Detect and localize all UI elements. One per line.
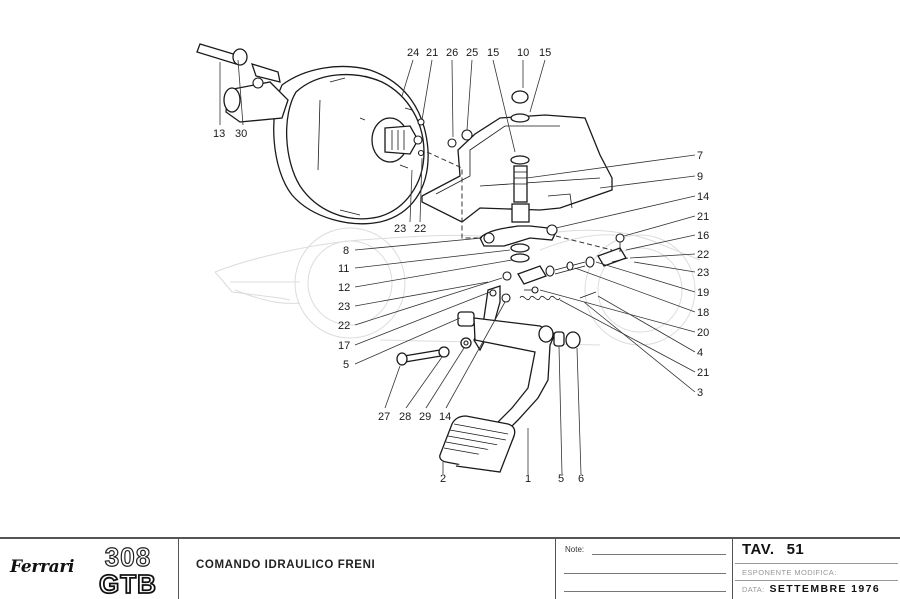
callout-5: 5 bbox=[343, 359, 349, 371]
date-label: DATA: bbox=[742, 585, 765, 594]
callout-26: 26 bbox=[446, 47, 458, 59]
callout-5: 5 bbox=[558, 473, 564, 485]
title-block: Ferrari 308 GTB COMANDO IDRAULICO FRENI … bbox=[0, 537, 900, 599]
divider bbox=[735, 580, 898, 581]
title-cell: COMANDO IDRAULICO FRENI bbox=[179, 539, 556, 599]
drawing-title: COMANDO IDRAULICO FRENI bbox=[196, 559, 376, 571]
date-value: SETTEMBRE 1976 bbox=[769, 583, 881, 595]
callout-17: 17 bbox=[338, 340, 350, 352]
car-silhouette-background bbox=[214, 227, 701, 346]
callout-23: 23 bbox=[394, 223, 406, 235]
note-line bbox=[564, 591, 726, 592]
callout-4: 4 bbox=[697, 347, 703, 359]
callout-29: 29 bbox=[419, 411, 431, 423]
callout-14: 14 bbox=[439, 411, 451, 423]
model-name: GTB bbox=[99, 569, 157, 596]
notes-cell: Note: bbox=[556, 539, 733, 599]
callout-10: 10 bbox=[517, 47, 529, 59]
callout-24: 24 bbox=[407, 47, 419, 59]
callout-18: 18 bbox=[697, 307, 709, 319]
callout-23: 23 bbox=[697, 267, 709, 279]
brake-pedal bbox=[439, 285, 581, 473]
308-gtb-logo: 308 GTB bbox=[98, 542, 157, 596]
callout-19: 19 bbox=[697, 287, 709, 299]
callout-22: 22 bbox=[697, 249, 709, 261]
callout-6: 6 bbox=[578, 473, 584, 485]
callout-11: 11 bbox=[338, 263, 349, 275]
tav-number: 51 bbox=[786, 541, 805, 558]
callout-16: 16 bbox=[697, 230, 709, 242]
brake-servo-booster bbox=[196, 43, 429, 225]
push-rod-assembly bbox=[502, 233, 629, 301]
callout-2: 2 bbox=[440, 473, 446, 485]
reference-cell: TAV. 51 ESPONENTE MODIFICA: DATA: SETTEMBR… bbox=[733, 539, 900, 599]
notes-label: Note: bbox=[565, 545, 585, 554]
callout-21: 21 bbox=[697, 367, 709, 379]
callout-30: 30 bbox=[235, 128, 247, 140]
callout-9: 9 bbox=[697, 171, 703, 183]
callout-25: 25 bbox=[466, 47, 478, 59]
callout-22: 22 bbox=[338, 320, 350, 332]
callout-14: 14 bbox=[697, 191, 709, 203]
note-line bbox=[592, 554, 726, 555]
divider bbox=[735, 563, 898, 564]
callout-22: 22 bbox=[414, 223, 426, 235]
callout-8: 8 bbox=[343, 245, 349, 257]
callout-7: 7 bbox=[697, 150, 703, 162]
logo-cell: Ferrari 308 GTB bbox=[0, 539, 179, 599]
ferrari-logo: Ferrari bbox=[10, 557, 75, 577]
pivot-shaft-assembly bbox=[479, 90, 558, 263]
callout-12: 12 bbox=[338, 282, 350, 294]
alignment-dashline bbox=[426, 151, 613, 251]
callout-15: 15 bbox=[487, 47, 499, 59]
callout-labels: 24 21 26 25 15 10 15 13 30 23 22 7 9 14 … bbox=[213, 47, 709, 485]
callout-21: 21 bbox=[426, 47, 438, 59]
callout-15: 15 bbox=[539, 47, 551, 59]
callout-20: 20 bbox=[697, 327, 709, 339]
note-line bbox=[564, 573, 726, 574]
leader-lines bbox=[219, 59, 696, 475]
tav-label: TAV. bbox=[742, 541, 775, 558]
callout-27: 27 bbox=[378, 411, 390, 423]
model-number: 308 bbox=[105, 542, 151, 572]
callout-13: 13 bbox=[213, 128, 225, 140]
table-number: TAV. 51 bbox=[742, 541, 804, 558]
revision-label: ESPONENTE MODIFICA: bbox=[742, 568, 837, 577]
fasteners bbox=[396, 337, 472, 366]
callout-28: 28 bbox=[399, 411, 411, 423]
callout-3: 3 bbox=[697, 387, 703, 399]
callout-1: 1 bbox=[525, 473, 531, 485]
exploded-parts-diagram: 24 21 26 25 15 10 15 13 30 23 22 7 9 14 … bbox=[196, 43, 709, 485]
callout-23: 23 bbox=[338, 301, 350, 313]
callout-21: 21 bbox=[697, 211, 709, 223]
date-row: DATA: SETTEMBRE 1976 bbox=[742, 583, 880, 595]
